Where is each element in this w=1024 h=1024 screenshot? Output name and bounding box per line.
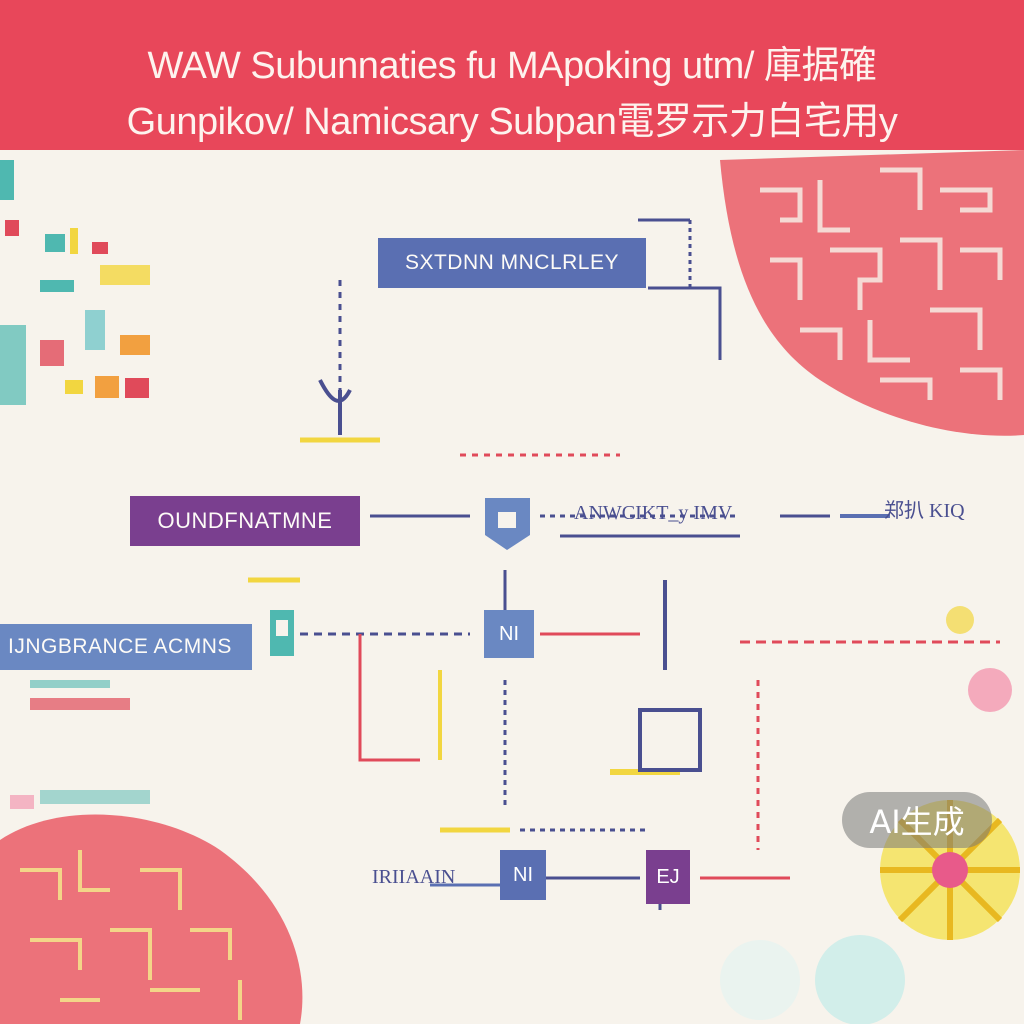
node-bottom-box-a: NI xyxy=(500,850,546,900)
bottom-label: IRIIAAIN xyxy=(372,866,456,888)
far-right-label: 郑扒 KIQ xyxy=(884,500,965,522)
ai-generated-badge: AI生成 xyxy=(842,792,992,848)
person-glyph-icon xyxy=(318,379,702,772)
title-banner: WAW Subunnaties fu MApoking utm/ 庫据確 Gun… xyxy=(0,0,1024,150)
shield-icon xyxy=(485,498,530,550)
decorations-and-connectors xyxy=(0,150,1024,1024)
left-ui-widgets xyxy=(0,160,150,809)
node-left: OUNDFNATMNE xyxy=(130,496,360,546)
clipboard-icon xyxy=(270,610,294,656)
red-pattern-top-right xyxy=(720,150,1024,436)
node-bottom-left: IJNGBRANCE ACMNS xyxy=(0,624,252,670)
title-line-1: WAW Subunnaties fu MApoking utm/ 庫据確 xyxy=(147,45,877,87)
node-center-box: NI xyxy=(484,610,534,658)
title-line-2: Gunpikov/ Namicsary Subpan電罗示力白宅用y xyxy=(126,101,898,143)
node-top: SXTDNN MNCLRLEY xyxy=(378,238,646,288)
red-pattern-bottom-left xyxy=(0,814,303,1024)
diagram-canvas: SXTDNN MNCLRLEY OUNDFNATMNE IJNGBRANCE A… xyxy=(0,150,1024,1024)
node-bottom-box-b: EJ xyxy=(646,850,690,904)
mid-right-label: ANWCIKT_y IMV xyxy=(574,502,733,524)
